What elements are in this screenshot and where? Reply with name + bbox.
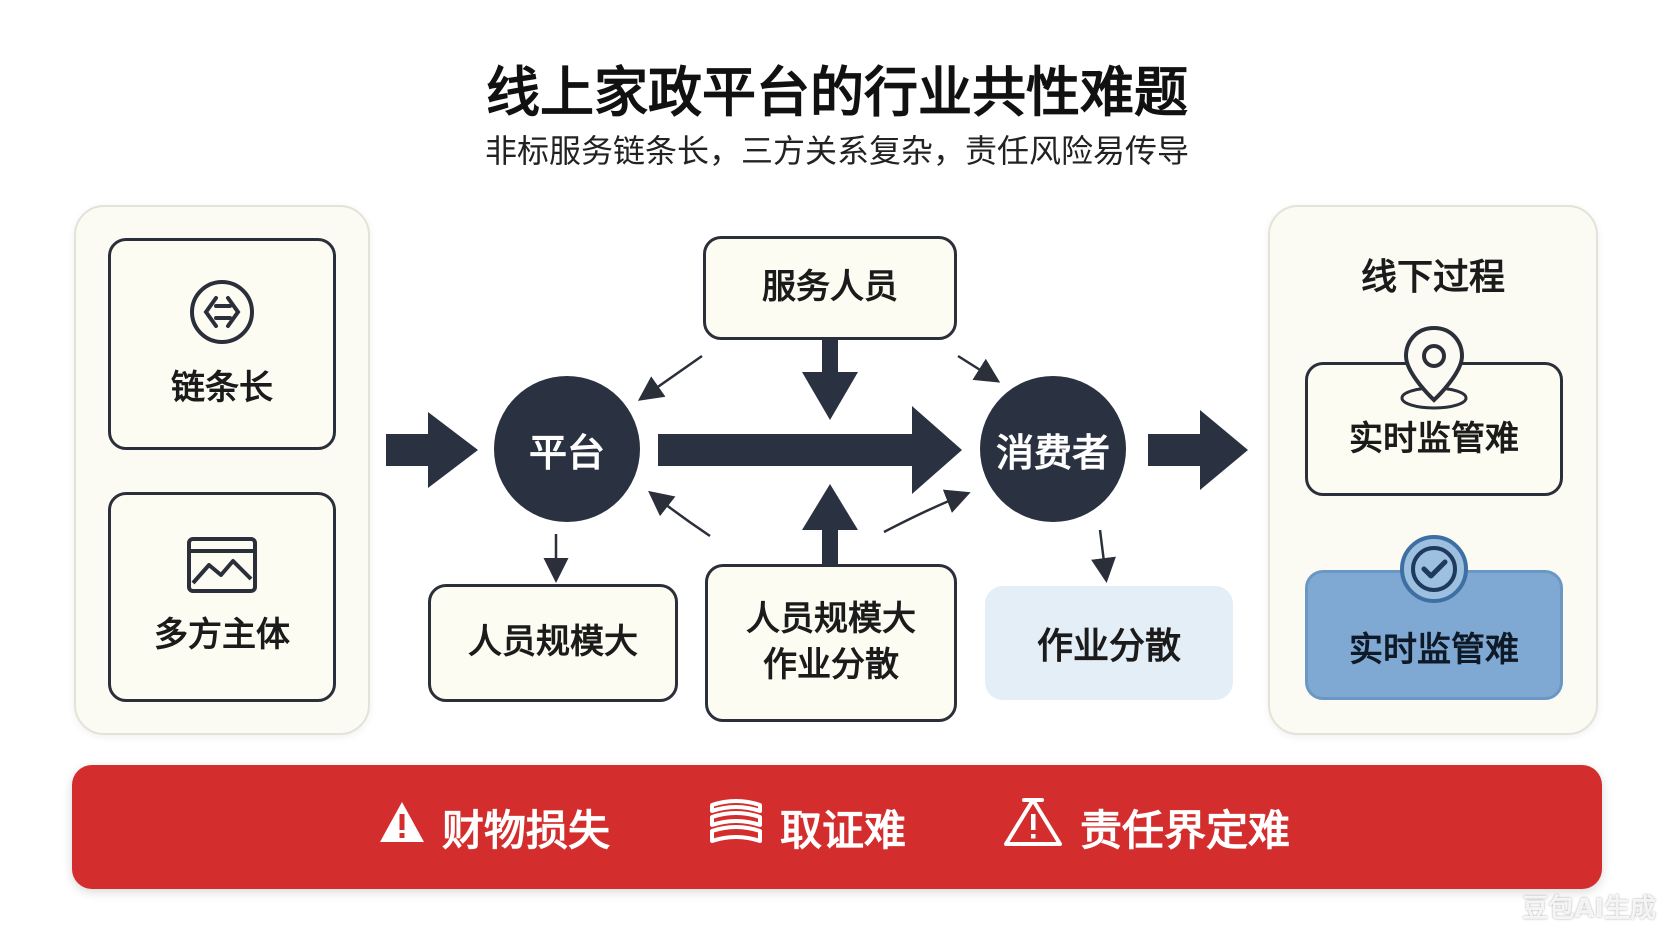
connector: [637, 354, 703, 401]
box-label-line-1: 人员规模大: [746, 599, 916, 640]
arrow-bottom-up: [802, 484, 858, 566]
node-consumer: 消费者: [980, 376, 1126, 522]
document-stack-icon: [708, 797, 764, 857]
arrow-out-consumer: [1148, 410, 1248, 490]
card-label: 实时监管难: [1349, 629, 1519, 670]
box-service-staff: 服务人员: [703, 236, 957, 340]
card-chain-long: 链条长: [108, 238, 336, 450]
arrow-platform-to-consumer: [658, 406, 962, 494]
risk-item-liability: 责任界定难: [1002, 765, 1290, 889]
location-pin-icon: [1394, 322, 1474, 412]
right-panel-heading: 线下过程: [1360, 257, 1505, 298]
card-label: 多方主体: [154, 615, 290, 656]
arrow-into-platform: [386, 412, 478, 488]
page-subtitle: 非标服务链条长，三方关系复杂，责任风险易传导: [484, 132, 1189, 170]
connector: [1091, 529, 1116, 583]
risk-label: 取证难: [780, 805, 907, 855]
risk-banner: 财物损失 取证难 责任界定难: [72, 765, 1602, 889]
box-label: 服务人员: [762, 267, 898, 308]
arrow-service-down: [802, 340, 858, 420]
alert-triangle-outline-icon: [1002, 796, 1064, 858]
card-label: 实时监管难: [1349, 419, 1519, 460]
box-staff-scale: 人员规模大: [428, 584, 678, 702]
risk-item-evidence: 取证难: [708, 765, 906, 889]
box-label-line-2: 作业分散: [763, 645, 899, 685]
node-platform: 平台: [494, 376, 640, 522]
risk-label: 责任界定难: [1080, 805, 1291, 855]
card-label: 链条长: [171, 368, 273, 409]
card-multi-party: 多方主体: [108, 492, 336, 702]
connector: [957, 354, 1001, 383]
connector: [648, 490, 711, 538]
box-label: 作业分散: [1036, 626, 1181, 667]
page-title: 线上家政平台的行业共性难题: [486, 61, 1188, 124]
check-badge-icon: [1399, 534, 1469, 604]
chain-link-icon: [186, 276, 258, 352]
node-label: 平台: [528, 430, 605, 475]
node-label: 消费者: [995, 430, 1110, 475]
box-scale-and-dispersed: 人员规模大 作业分散: [705, 564, 957, 722]
risk-label: 财物损失: [442, 805, 611, 855]
image-frame-icon: [185, 535, 259, 599]
risk-item-property-loss: 财物损失: [378, 765, 610, 889]
connector: [883, 489, 971, 534]
warning-triangle-icon: [378, 800, 426, 854]
box-dispersed-work: 作业分散: [985, 586, 1233, 700]
watermark: 豆包AI生成: [1522, 894, 1656, 924]
box-label: 人员规模大: [468, 622, 638, 663]
